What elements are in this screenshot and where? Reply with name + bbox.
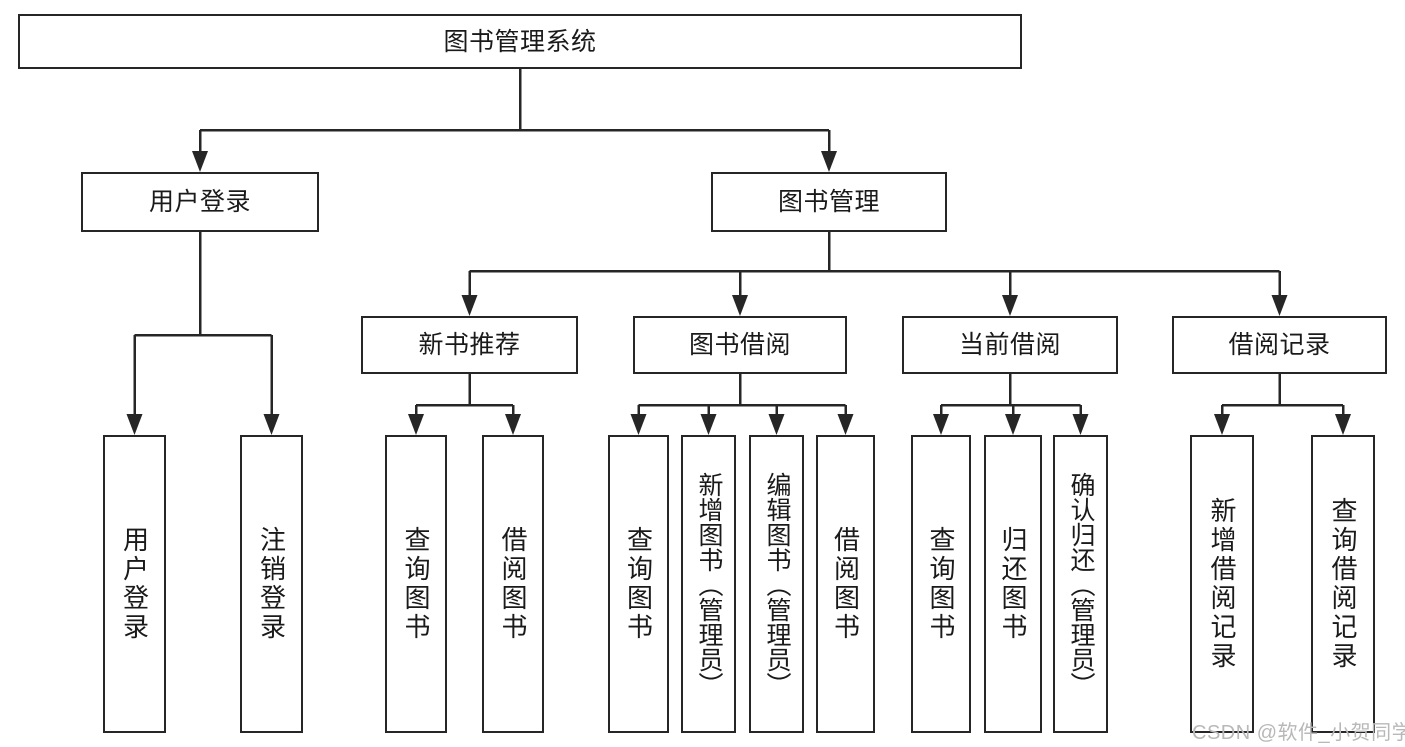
node-label: 确认归还（管理员） bbox=[1067, 471, 1095, 697]
node-leaf-cur-confirm[interactable]: 确认归还（管理员） bbox=[1053, 435, 1108, 733]
node-leaf-rec-search[interactable]: 查询借阅记录 bbox=[1311, 435, 1375, 733]
node-label: 归还图书 bbox=[998, 526, 1028, 642]
node-leaf-rec-borrow[interactable]: 借阅图书 bbox=[482, 435, 544, 733]
node-label: 注销登录 bbox=[256, 526, 287, 642]
node-leaf-user-login[interactable]: 用户登录 bbox=[103, 435, 166, 733]
node-label: 用户登录 bbox=[148, 188, 251, 216]
node-label: 新书推荐 bbox=[418, 331, 521, 359]
node-leaf-user-logout[interactable]: 注销登录 bbox=[240, 435, 303, 733]
node-user-login[interactable]: 用户登录 bbox=[81, 172, 319, 232]
node-label: 借阅图书 bbox=[498, 526, 528, 642]
node-label: 图书管理系统 bbox=[443, 27, 597, 56]
node-label: 用户登录 bbox=[119, 526, 150, 642]
node-leaf-book-edit[interactable]: 编辑图书（管理员） bbox=[749, 435, 804, 733]
node-label: 新增图书（管理员） bbox=[695, 471, 723, 697]
node-book-manage[interactable]: 图书管理 bbox=[711, 172, 947, 232]
node-leaf-borrow-book[interactable]: 借阅图书 bbox=[816, 435, 875, 733]
node-root[interactable]: 图书管理系统 bbox=[18, 14, 1022, 69]
node-label: 查询图书 bbox=[623, 526, 654, 642]
node-leaf-book-add[interactable]: 新增图书（管理员） bbox=[681, 435, 736, 733]
node-label: 编辑图书（管理员） bbox=[763, 471, 791, 697]
node-leaf-rec-query[interactable]: 查询图书 bbox=[385, 435, 447, 733]
node-leaf-borrow-query[interactable]: 查询图书 bbox=[608, 435, 669, 733]
node-leaf-rec-add[interactable]: 新增借阅记录 bbox=[1190, 435, 1254, 733]
node-leaf-cur-return[interactable]: 归还图书 bbox=[984, 435, 1042, 733]
node-new-book-rec[interactable]: 新书推荐 bbox=[361, 316, 578, 374]
node-label: 借阅记录 bbox=[1228, 331, 1331, 359]
node-label: 图书借阅 bbox=[688, 331, 791, 359]
node-book-borrow[interactable]: 图书借阅 bbox=[633, 316, 847, 374]
node-label: 查询图书 bbox=[401, 526, 431, 642]
node-label: 查询图书 bbox=[926, 526, 956, 642]
node-label: 借阅图书 bbox=[830, 526, 861, 642]
node-label: 当前借阅 bbox=[958, 331, 1061, 359]
node-label: 查询借阅记录 bbox=[1328, 497, 1358, 671]
node-label: 图书管理 bbox=[777, 188, 880, 216]
node-leaf-cur-query[interactable]: 查询图书 bbox=[911, 435, 971, 733]
csdn-watermark: CSDN @软件_小贺同学 bbox=[1192, 722, 1405, 744]
node-label: 新增借阅记录 bbox=[1207, 497, 1237, 671]
node-current-borrow[interactable]: 当前借阅 bbox=[902, 316, 1118, 374]
node-borrow-record[interactable]: 借阅记录 bbox=[1172, 316, 1387, 374]
